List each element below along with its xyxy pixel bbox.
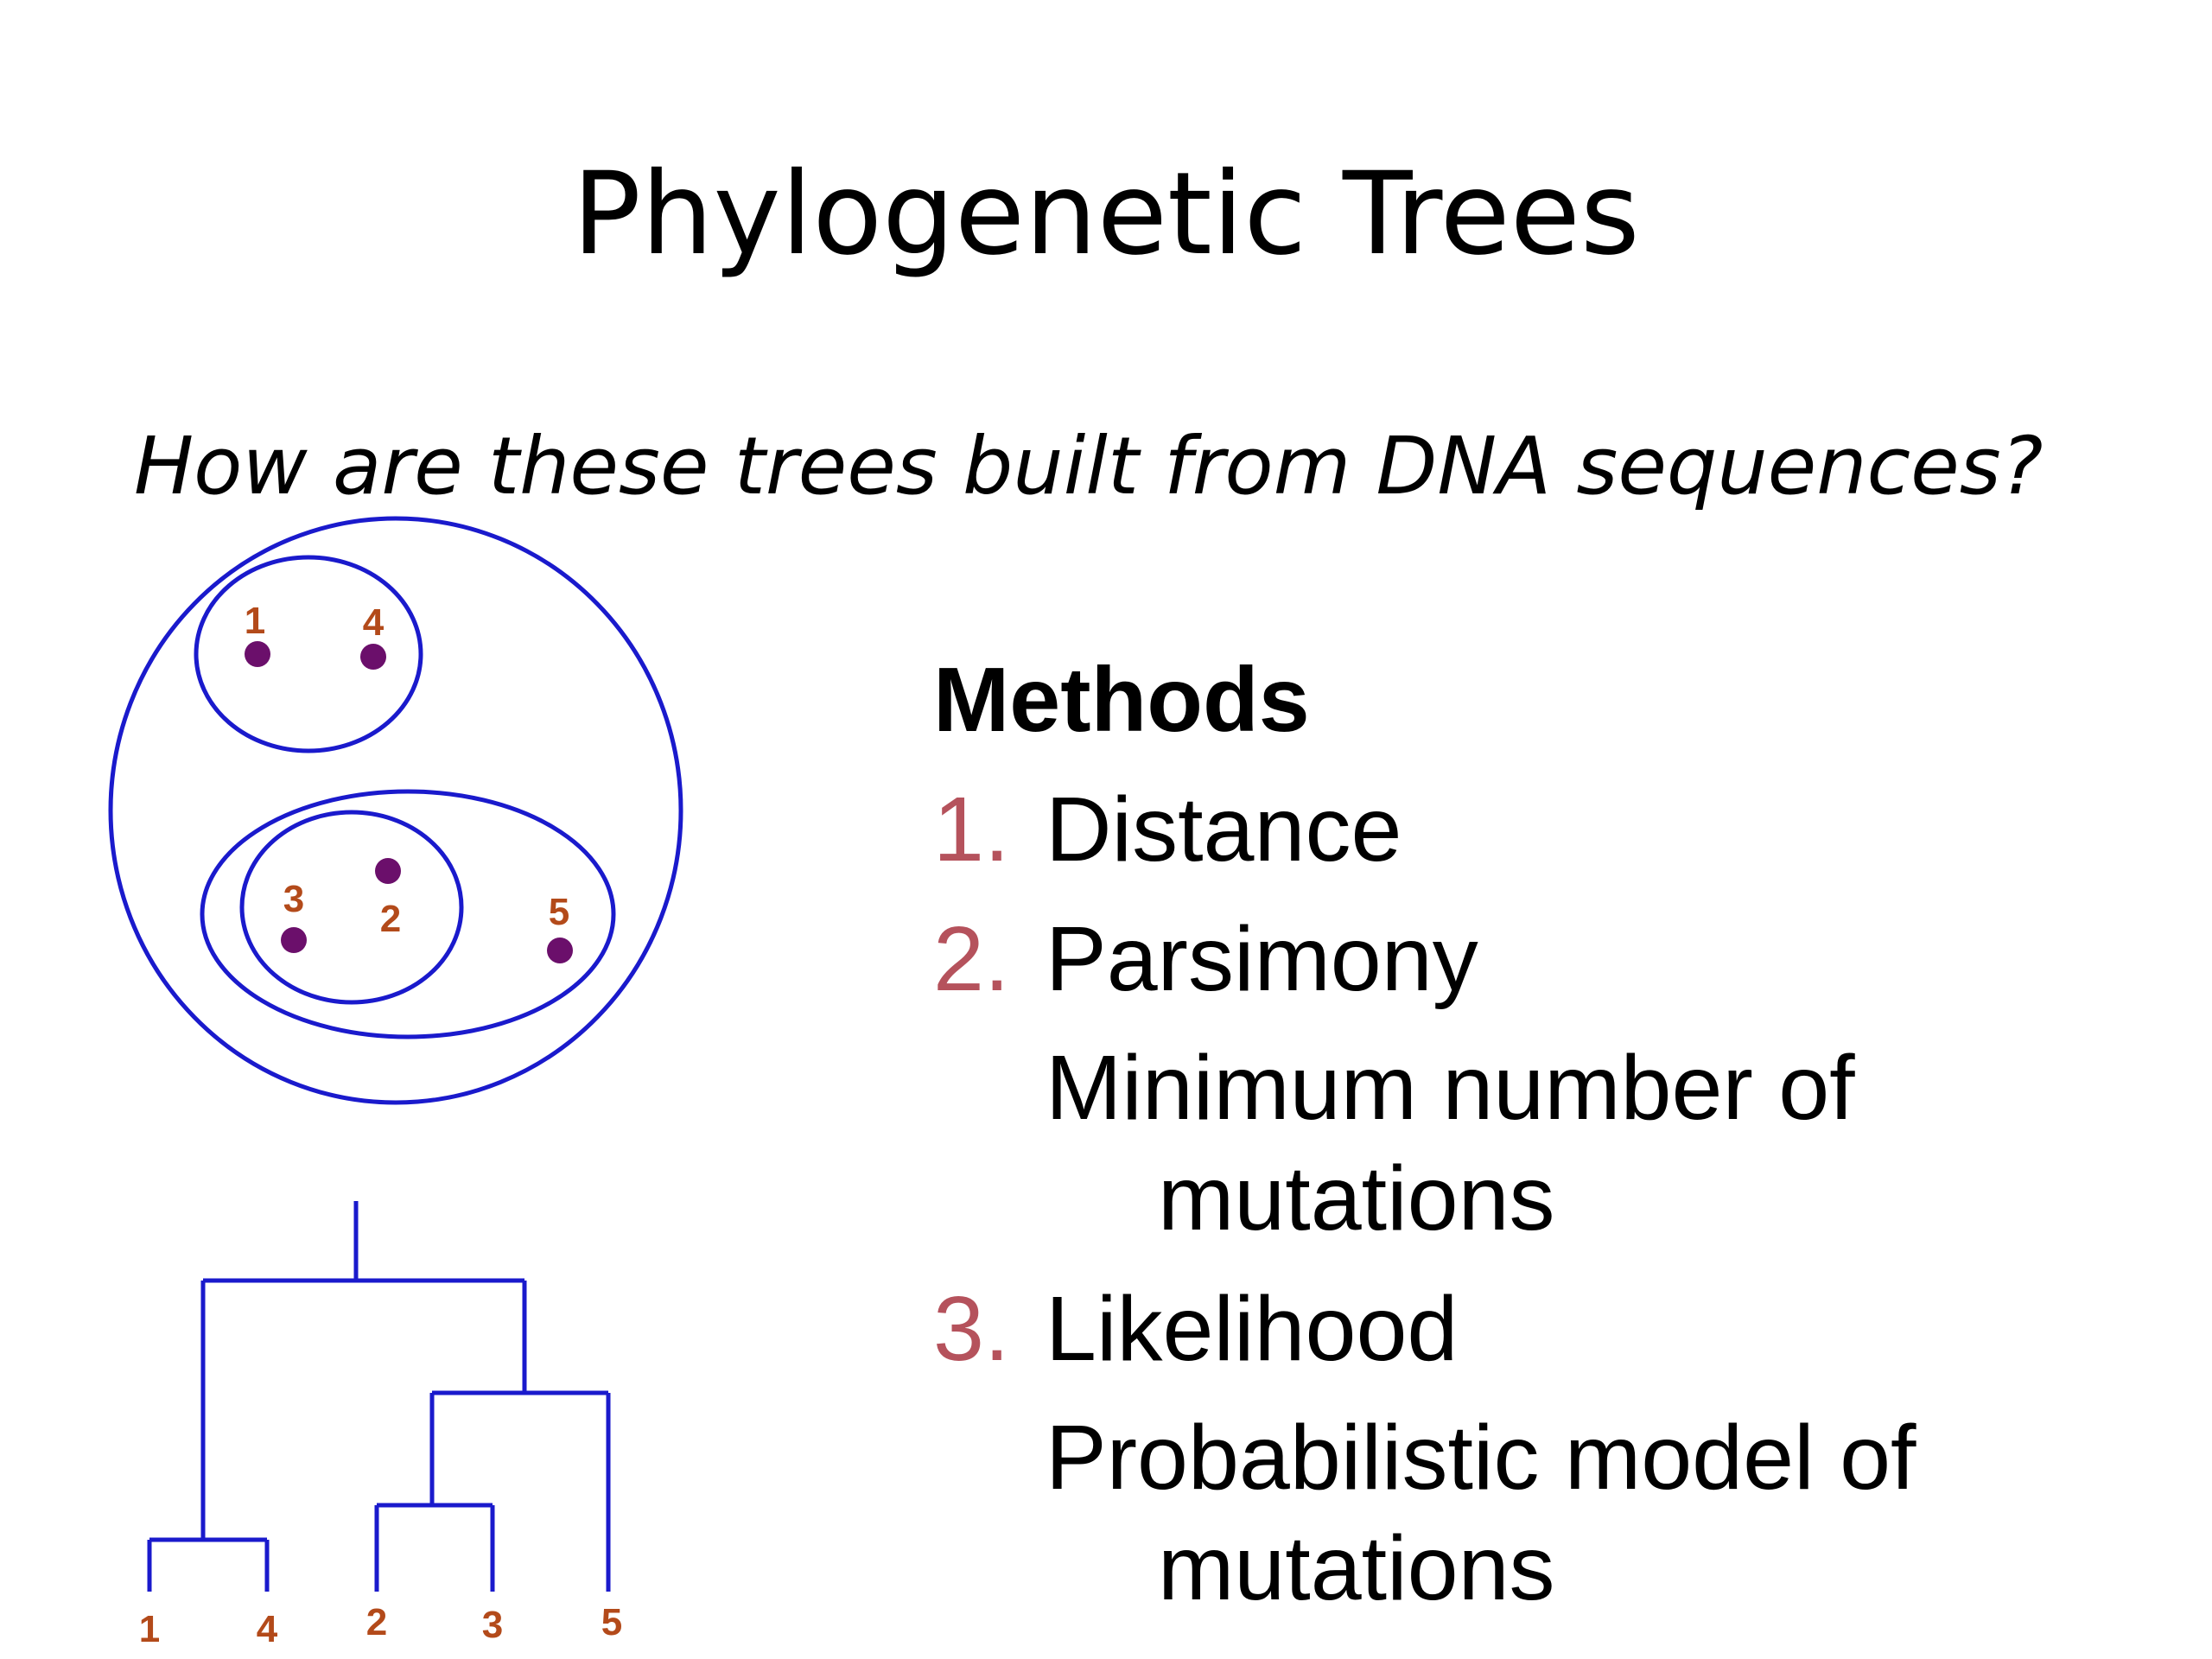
taxon-dot-4 [360,644,386,670]
taxon-dot-3 [281,927,307,953]
cluster-labels: 1 4 3 2 5 [245,600,569,940]
method-item-likelihood: 3. Likelihood [933,1264,2143,1394]
method-description-line: Minimum number of [1046,1037,1855,1139]
methods-list: Methods 1. Distance 2. Parsimony Minimum… [933,635,2143,1634]
dendrogram [147,1201,611,1592]
dendrogram-branch-1-4 [147,1281,270,1592]
method-number: 1. [933,779,1010,880]
slide-title: Phylogenetic Trees [572,148,1640,281]
slide-subtitle: How are these trees built from DNA seque… [134,420,2044,512]
taxon-dot-1 [245,641,270,667]
dendrogram-branch-2-3 [374,1393,495,1592]
leaf-label-5: 5 [601,1601,622,1643]
venn-label-2: 2 [380,898,401,940]
method-description-line: mutations [1158,1147,1555,1249]
method-description-parsimony: Minimum number of mutations [1046,1024,2108,1264]
method-description-line: mutations [1158,1517,1555,1619]
method-number: 3. [933,1278,1010,1380]
taxon-dot-2 [375,858,401,884]
cluster-1-4-ellipse [194,555,423,753]
methods-heading: Methods [933,649,1310,751]
venn-label-3: 3 [283,878,304,920]
dendrogram-leaf-labels: 1 4 2 3 5 [139,1601,622,1650]
method-number: 2. [933,908,1010,1010]
dendrogram-branch-2-3-5 [432,1281,611,1592]
method-description-line: Probabilistic model of [1046,1407,1916,1509]
venn-label-1: 1 [245,600,265,642]
method-item-distance: 1. Distance [933,765,2143,894]
leaf-label-3: 3 [482,1604,503,1646]
method-label: Distance [1046,779,1402,880]
method-label: Likelihood [1046,1278,1459,1380]
method-label: Parsimony [1046,908,1478,1010]
venn-label-4: 4 [363,601,385,644]
taxon-dot-5 [547,938,573,963]
method-item-parsimony: 2. Parsimony [933,894,2143,1024]
cluster-2-3-5-ellipse [200,789,616,1039]
outer-cluster-ellipse [108,516,683,1105]
venn-label-5: 5 [549,891,569,933]
cluster-venn [108,516,683,1105]
method-description-likelihood: Probabilistic model of mutations [1046,1394,2108,1634]
leaf-label-4: 4 [257,1608,278,1650]
leaf-label-2: 2 [366,1601,387,1643]
cluster-2-3-ellipse [239,810,464,1005]
cluster-dots [245,641,573,963]
leaf-label-1: 1 [139,1608,160,1650]
